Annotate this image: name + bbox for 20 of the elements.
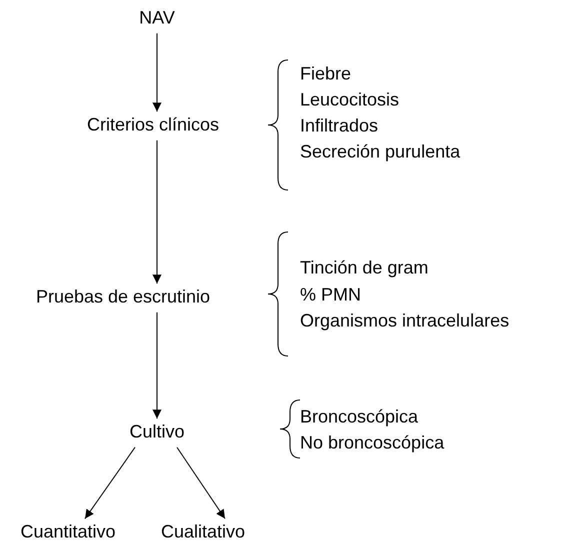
- arrow: [152, 32, 162, 112]
- list-item: Broncoscópica: [300, 406, 418, 428]
- list-item: Leucocitosis: [300, 90, 400, 110]
- list-item: No broncoscópica: [300, 432, 444, 454]
- list-item: Secreción purulenta: [300, 142, 460, 162]
- list-item: Organismos intracelulares: [300, 310, 510, 332]
- node-label: Cualitativo: [158, 520, 248, 544]
- node-label: Criterios clínicos: [84, 114, 222, 136]
- node-label: Pruebas de escrutinio: [34, 286, 212, 308]
- arrow: [176, 446, 226, 520]
- arrow: [152, 312, 162, 420]
- list-item: Infiltrados: [300, 116, 378, 136]
- list-item: % PMN: [300, 284, 362, 306]
- list-item: Fiebre: [300, 64, 352, 84]
- arrow: [84, 446, 136, 520]
- arrow: [152, 140, 162, 284]
- node-label: NAV: [137, 6, 177, 30]
- node-label: Cuantitativo: [18, 520, 118, 544]
- node-label: Cultivo: [127, 420, 187, 444]
- list-item: Tinción de gram: [300, 258, 428, 278]
